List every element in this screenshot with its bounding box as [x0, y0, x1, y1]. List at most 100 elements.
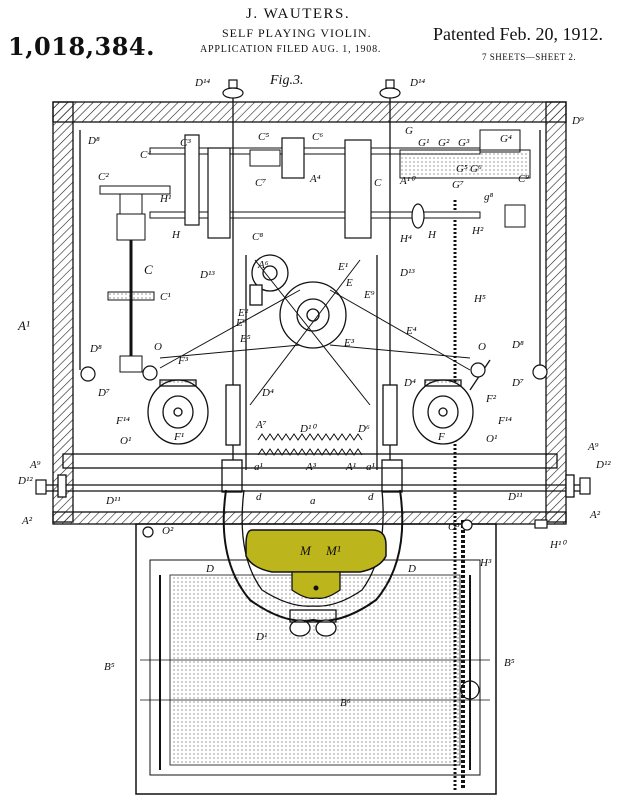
label-h5: H⁵: [473, 293, 486, 305]
label-c8: C⁸: [252, 231, 263, 243]
label-o1-right: O¹: [486, 433, 497, 445]
label-g7: G⁷: [452, 179, 464, 191]
label-e9-left: E⁹: [235, 317, 247, 329]
label-d4: D⁴: [261, 387, 274, 399]
label-d11-left: D¹¹: [105, 495, 121, 507]
label-a9-right: A⁹: [587, 441, 599, 453]
label-b5-right: B⁵: [504, 657, 515, 669]
label-g1: G¹: [418, 137, 429, 149]
patent-number: 1,018,384.: [8, 32, 155, 61]
label-c5: C⁵: [258, 131, 269, 143]
label-h-right: H: [427, 229, 437, 241]
drive-chain: [453, 200, 480, 790]
label-d4-right: D⁴: [403, 377, 416, 389]
label-f: F: [437, 431, 445, 443]
label-d13-right: D¹³: [399, 267, 415, 279]
label-g6: G⁶: [470, 163, 482, 175]
label-o-right: O: [478, 341, 486, 353]
label-c6: C⁶: [312, 131, 323, 143]
side-knobs: [35, 477, 591, 529]
label-d8-low: D⁸: [89, 343, 102, 355]
label-d7-right: D⁷: [511, 377, 524, 389]
label-d8-left: D⁸: [87, 135, 100, 147]
label-c2: C²: [98, 171, 109, 183]
label-d6: D⁶: [357, 423, 370, 435]
label-a10: A¹⁰: [399, 175, 416, 187]
label-m: M: [299, 543, 312, 558]
right-wheel: [412, 379, 474, 445]
label-a1: A¹: [17, 318, 30, 333]
figure-label: Fig.3.: [269, 73, 303, 88]
label-d1: D¹: [255, 631, 267, 643]
label-d8-right: D⁸: [511, 339, 524, 351]
label-d12-left: D¹²: [17, 475, 33, 487]
label-a4: A⁴: [309, 173, 321, 185]
label-a1-mid: A¹: [345, 461, 356, 473]
label-d-right: d: [368, 491, 374, 503]
label-g8: g⁸: [484, 191, 494, 203]
label-o2: O²: [162, 525, 174, 537]
label-c7: C⁷: [255, 177, 266, 189]
label-e1: E¹: [337, 261, 348, 273]
cylinder-housing: [135, 523, 497, 795]
label-b5-left: B⁵: [104, 661, 115, 673]
label-h4: H⁴: [399, 233, 412, 245]
application-date: APPLICATION FILED AUG. 1, 1908.: [200, 44, 382, 55]
label-c9: C⁹: [518, 173, 529, 185]
label-h10: H¹⁰: [549, 539, 567, 551]
label-h1: H¹: [159, 193, 171, 205]
label-c4: C⁴: [140, 149, 151, 161]
label-o-left: O: [154, 341, 162, 353]
label-d9-right: D⁹: [571, 115, 584, 127]
small-pulleys: [80, 362, 548, 538]
label-a-small: a¹: [366, 461, 375, 473]
label-b6: B⁶: [340, 697, 351, 709]
label-g3: G³: [458, 137, 470, 149]
label-g5: G⁵: [456, 163, 468, 175]
springs: [257, 433, 363, 456]
inventor-name: J. WAUTERS.: [246, 6, 351, 22]
label-f2: F²: [485, 393, 497, 405]
label-f14-right: F¹⁴: [497, 415, 512, 427]
label-g: G: [405, 125, 413, 137]
crossing-rods: [159, 259, 471, 406]
label-h3: H³: [479, 557, 492, 569]
bridge-clamp: [289, 609, 337, 637]
label-c: C: [144, 262, 153, 277]
label-a1-small: a¹: [254, 461, 263, 473]
label-m1: M¹: [325, 543, 341, 558]
label-a6: A⁶: [257, 259, 269, 271]
horizontal-rail: [45, 453, 590, 498]
label-e3: E³: [343, 337, 355, 349]
label-c-mid: C: [374, 177, 382, 189]
label-a: a: [310, 495, 316, 507]
label-d13-left: D¹³: [199, 269, 215, 281]
label-d11-right: D¹¹: [507, 491, 523, 503]
label-c3: C³: [180, 137, 191, 149]
label-d-right-arm: D: [407, 563, 416, 575]
label-o3: O³: [448, 521, 460, 533]
label-d12-right: D¹²: [595, 459, 611, 471]
label-h: H: [171, 229, 181, 241]
reference-labels: D¹⁴ D¹⁴ D⁸ D⁹ C⁴ C³ C⁵ C⁶ G G¹ G² G³ G⁴ …: [17, 77, 611, 709]
label-a2-left: A²: [21, 515, 33, 527]
top-pulleys: [222, 79, 401, 99]
left-shaft: [99, 185, 171, 373]
sheet-count: 7 SHEETS—SHEET 2.: [482, 52, 577, 62]
label-d-left: d: [256, 491, 262, 503]
label-f14-left: F¹⁴: [115, 415, 130, 427]
label-o1-left: O¹: [120, 435, 131, 447]
label-a7: A⁷: [255, 419, 267, 431]
label-a2-right: A²: [589, 509, 601, 521]
housing-interior: [72, 121, 547, 513]
label-e9-top: E⁹: [363, 289, 375, 301]
label-e: E: [345, 277, 353, 289]
label-a9-left: A⁹: [29, 459, 41, 471]
label-f1: F¹: [173, 431, 184, 443]
patent-title: SELF PLAYING VIOLIN.: [222, 26, 372, 40]
top-shafts: [149, 129, 531, 239]
label-d10: D¹⁰: [299, 423, 317, 435]
label-e5: E⁵: [239, 333, 251, 345]
label-d7-left: D⁷: [97, 387, 110, 399]
